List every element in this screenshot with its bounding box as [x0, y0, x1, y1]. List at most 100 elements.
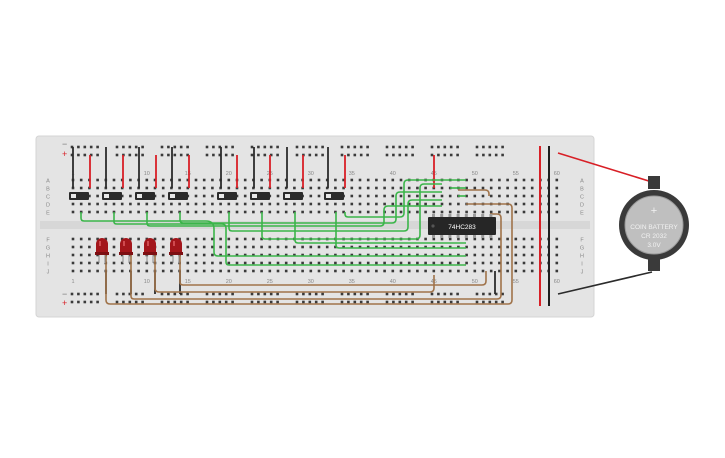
hole [317, 194, 321, 198]
rail-hole [482, 145, 485, 149]
hole [79, 237, 83, 241]
rail-hole [257, 145, 260, 149]
rail-hole [257, 292, 260, 296]
hole [325, 253, 329, 257]
hole [71, 245, 75, 249]
hole [342, 253, 345, 257]
hole [448, 237, 452, 241]
rail-hole [77, 153, 80, 157]
column-number: 60 [554, 279, 560, 285]
ic-pin [432, 235, 435, 238]
rail-hole [128, 153, 132, 157]
hole [194, 237, 198, 241]
hole [219, 253, 222, 257]
hole [276, 253, 280, 257]
hole [391, 210, 395, 214]
hole [112, 269, 116, 273]
hole [473, 210, 477, 214]
hole [186, 237, 190, 241]
brown-output-wire [105, 203, 513, 305]
rail-hole [404, 145, 408, 149]
hole [260, 261, 263, 265]
hole [211, 245, 214, 249]
hole [457, 237, 460, 241]
hole [178, 178, 181, 182]
hole [309, 210, 313, 214]
hole [276, 269, 280, 273]
hole [276, 186, 280, 190]
battery-top-tab [648, 176, 660, 189]
hole [317, 261, 321, 265]
hole [170, 261, 173, 265]
column-number: 15 [185, 171, 191, 177]
rail-hole [96, 153, 99, 157]
hole [530, 261, 534, 265]
hole [137, 245, 140, 249]
hole [161, 202, 165, 206]
hole [522, 194, 526, 198]
hole [293, 186, 296, 190]
row-label: B [580, 187, 584, 193]
rail-hole [347, 145, 350, 149]
rail-hole [231, 292, 234, 296]
rail-hole [456, 300, 459, 304]
rail-hole [70, 292, 74, 296]
rail-hole [302, 300, 305, 304]
hole [309, 269, 313, 273]
hole [391, 202, 395, 206]
hole [104, 237, 108, 241]
rail-hole [475, 300, 479, 304]
hole [555, 194, 559, 198]
rail-hole [443, 153, 447, 157]
hole [219, 237, 222, 241]
hole [530, 186, 534, 190]
hole [473, 269, 477, 273]
hole [416, 245, 419, 249]
rail-hole [321, 300, 324, 304]
hole [284, 269, 288, 273]
rail-hole [314, 153, 318, 157]
hole [129, 237, 132, 241]
hole [498, 245, 501, 249]
slide-switch [69, 192, 89, 200]
hole [530, 237, 534, 241]
hole [276, 245, 280, 249]
rail-hole [212, 300, 215, 304]
hole [358, 186, 362, 190]
hole [186, 178, 190, 182]
rail-hole [141, 300, 144, 304]
rail-hole [70, 153, 74, 157]
hole [194, 245, 198, 249]
hole [448, 245, 452, 249]
hole [489, 186, 493, 190]
hole [252, 253, 255, 257]
hole [506, 178, 509, 182]
row-label: C [580, 195, 584, 201]
rail-hole [122, 292, 125, 296]
hole [145, 269, 149, 273]
hole [489, 269, 493, 273]
hole [440, 186, 444, 190]
hole [358, 253, 362, 257]
hole [416, 261, 419, 265]
hole [88, 261, 91, 265]
ic-pin [448, 214, 452, 217]
hole [88, 202, 91, 206]
rail-hole [160, 153, 164, 157]
hole [219, 245, 222, 249]
hole [235, 261, 239, 265]
hole [399, 194, 403, 198]
hole [79, 178, 83, 182]
hole [457, 202, 460, 206]
hole [465, 194, 468, 198]
hole [432, 245, 436, 249]
hole [366, 202, 370, 206]
hole [243, 261, 247, 265]
rail-hole [359, 300, 363, 304]
row-label: H [580, 254, 584, 260]
hole [293, 261, 296, 265]
ic-pin [456, 214, 460, 217]
hole [383, 194, 386, 198]
rail-hole [437, 145, 440, 149]
rail-hole [160, 145, 164, 149]
